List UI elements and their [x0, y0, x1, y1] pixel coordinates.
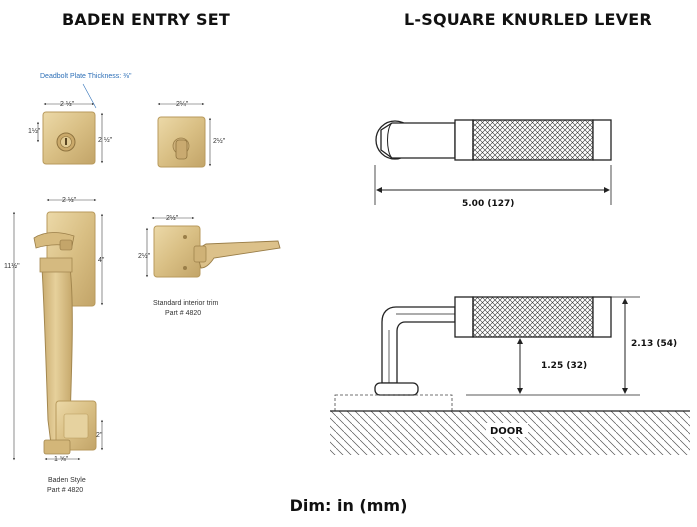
deadbolt-height-label: 2 ½": [98, 136, 113, 144]
projection-base-label: 1.25 (32): [541, 361, 587, 371]
handle-overall-height-label: 11½": [4, 262, 20, 270]
bottom-block-width-label: 1 ⅝": [54, 456, 69, 463]
deadbolt-note-leader: [82, 83, 97, 109]
handle-top-width-label: 2 ½": [62, 196, 77, 204]
interior-trim-caption: Standard interior trim: [153, 300, 219, 307]
baden-handleset: [33, 211, 97, 455]
thumbturn-width-label: 2¼": [176, 101, 189, 108]
lever-side-view: [334, 296, 612, 412]
thumbturn-height-label: 2½": [213, 137, 226, 145]
handle-caption: Baden Style: [48, 477, 86, 484]
trim-height-label: 2½": [138, 252, 151, 260]
interior-trim-part: Part # 4820: [165, 310, 201, 317]
trim-width-label: 2½": [166, 214, 179, 222]
deadbolt-plate-note: Deadbolt Plate Thickness: ⅜": [40, 73, 132, 80]
projection-total-label: 2.13 (54): [631, 339, 677, 349]
left-title: BADEN ENTRY SET: [62, 10, 230, 29]
deadbolt-width-label: 2 ½": [60, 100, 75, 108]
cylinder-offset-label: 1½": [28, 127, 41, 135]
door-label: DOOR: [490, 426, 523, 437]
dimension-unit-note: Dim: in (mm): [289, 496, 408, 515]
right-title: L-SQUARE KNURLED LEVER: [404, 10, 652, 29]
door-label-bg: [486, 423, 528, 437]
handle-part: Part # 4820: [47, 487, 83, 494]
lever-top-view: [375, 119, 612, 161]
length-label: 5.00 (127): [462, 199, 514, 209]
interior-trim: [153, 225, 281, 278]
thumbturn-plate: [157, 116, 206, 168]
handle-upper-height-label: 4": [98, 257, 105, 264]
deadbolt-plate: [42, 111, 96, 165]
bottom-block-height-label: 2": [96, 432, 103, 439]
